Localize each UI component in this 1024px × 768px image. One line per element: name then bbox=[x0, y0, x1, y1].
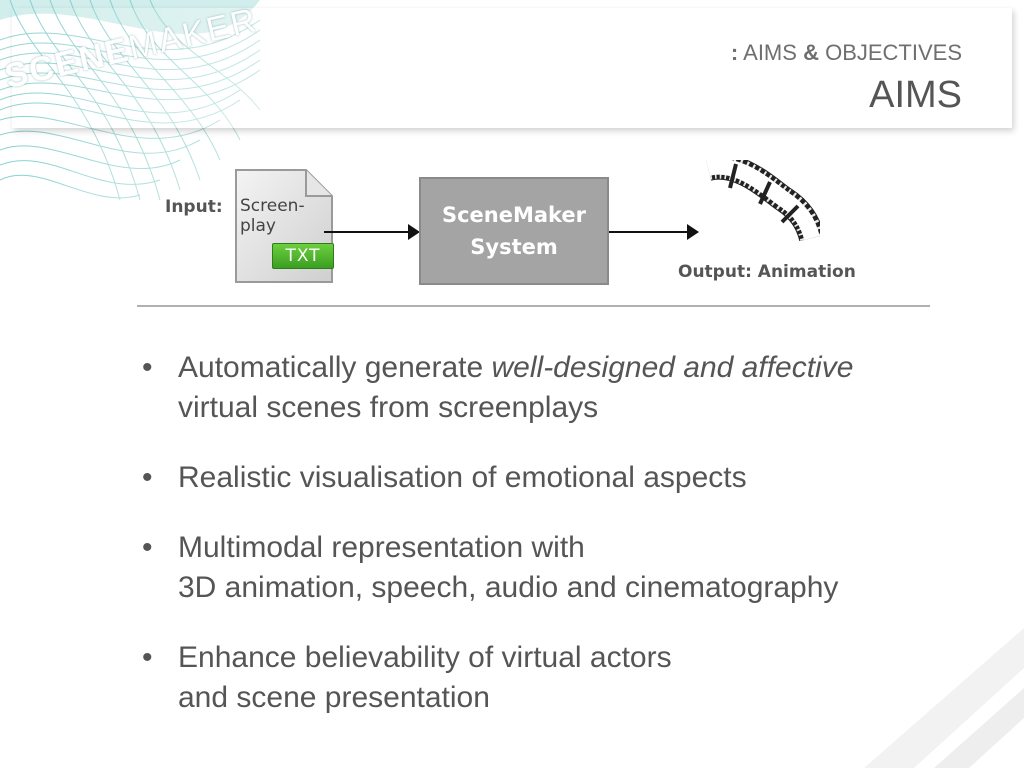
divider bbox=[137, 305, 930, 307]
txt-badge: TXT bbox=[272, 243, 334, 269]
list-item: • Multimodal representation with 3D anim… bbox=[140, 528, 1000, 608]
slide-subtitle: : AIMS & OBJECTIVES bbox=[730, 40, 962, 65]
list-item: • Automatically generate well-designed a… bbox=[140, 348, 1000, 428]
decorative-stripes-graphic bbox=[864, 628, 1024, 768]
arrow-right-icon bbox=[609, 224, 699, 240]
bullet-icon: • bbox=[142, 351, 153, 384]
bullet-icon: • bbox=[142, 531, 153, 564]
film-strip-icon bbox=[706, 160, 820, 242]
bullet-icon: • bbox=[142, 461, 153, 494]
aims-bullet-list: • Automatically generate well-designed a… bbox=[140, 348, 1000, 748]
list-item: • Enhance believability of virtual actor… bbox=[140, 638, 1000, 718]
bullet-icon: • bbox=[142, 641, 153, 674]
input-label: Input: bbox=[165, 197, 223, 217]
output-label: Output: Animation bbox=[678, 262, 856, 282]
header-band bbox=[12, 8, 1012, 128]
arrow-right-icon bbox=[324, 224, 420, 240]
document-label: Screen- play bbox=[240, 196, 305, 236]
scenemaker-system-box: SceneMaker System bbox=[419, 177, 609, 285]
slide-title: AIMS bbox=[869, 74, 962, 116]
list-item: • Realistic visualisation of emotional a… bbox=[140, 458, 1000, 498]
